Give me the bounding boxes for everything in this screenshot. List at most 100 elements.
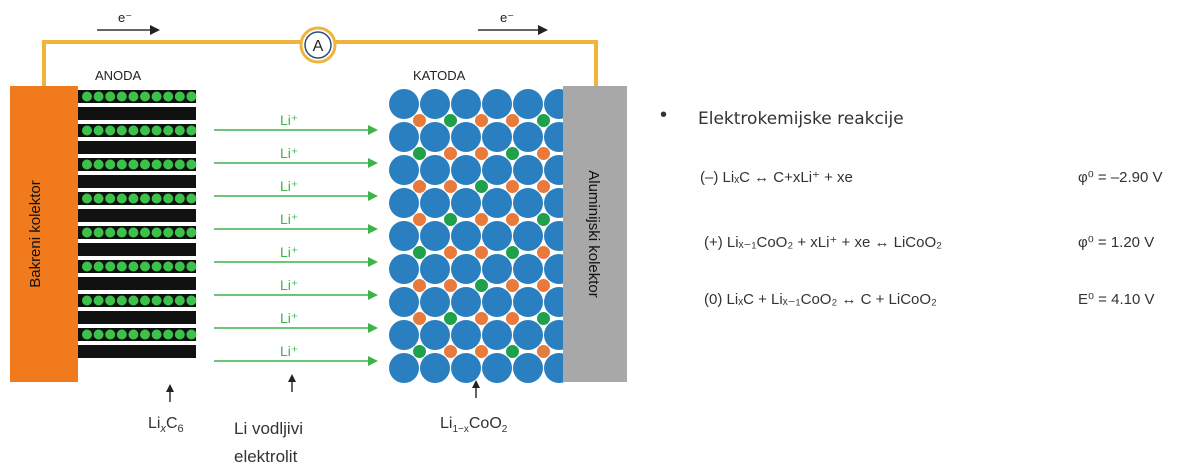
cobalt-oxide-atom [420, 188, 450, 218]
lithium-atom [93, 227, 104, 238]
lithium-atom [82, 91, 92, 102]
electron-arrow-left: e⁻ [97, 10, 160, 35]
lithium-atom [186, 329, 197, 340]
cobalt-oxide-atom [451, 221, 481, 251]
lithium-atom [82, 329, 92, 340]
lithium-atom [163, 227, 174, 238]
li-ion-label: Li⁺ [280, 145, 298, 161]
lithium-atom [105, 91, 116, 102]
lithium-atom [163, 193, 174, 204]
reaction-3-sign: (0) [704, 291, 723, 308]
oxygen-atom [413, 114, 426, 127]
cobalt-oxide-atom [482, 122, 512, 152]
lithium-atom [82, 193, 92, 204]
cobalt-oxide-atom [389, 287, 419, 317]
graphite-layer [78, 107, 196, 120]
lithium-atom [93, 329, 104, 340]
cobalt-oxide-atom [420, 89, 450, 119]
lithium-atom [116, 295, 127, 306]
cobalt-oxide-atom [420, 155, 450, 185]
lithium-atom [105, 125, 116, 136]
lithium-atom [174, 227, 185, 238]
lithium-atom [151, 227, 162, 238]
lithium-ion-in-cathode [537, 312, 550, 325]
lithium-ion-in-cathode [444, 114, 457, 127]
cobalt-oxide-atom [389, 89, 419, 119]
cobalt-oxide-atom [482, 89, 512, 119]
lithium-atom [93, 91, 104, 102]
oxygen-atom [537, 279, 550, 292]
lithium-ion-in-cathode [506, 345, 519, 358]
cobalt-oxide-atom [513, 221, 543, 251]
reaction-2-potential: φ⁰ = 1.20 V [1078, 234, 1155, 251]
oxygen-atom [475, 345, 488, 358]
lithium-atom [174, 159, 185, 170]
lithium-atom [128, 159, 139, 170]
lithium-ion-in-cathode [413, 147, 426, 160]
lithium-ion-in-cathode [506, 246, 519, 259]
lithium-atom [116, 159, 127, 170]
lithium-ion-in-cathode [537, 114, 550, 127]
lithium-atom [174, 295, 185, 306]
lithium-atom [128, 295, 139, 306]
cobalt-oxide-atom [513, 122, 543, 152]
graphite-layer [78, 209, 196, 222]
li-ion-label: Li⁺ [280, 112, 298, 128]
lithium-atom [163, 159, 174, 170]
li-ion-arrow: Li⁺ [214, 343, 378, 366]
lithium-atom [174, 125, 185, 136]
lithium-atom [105, 227, 116, 238]
cobalt-oxide-atom [389, 188, 419, 218]
oxygen-atom [506, 114, 519, 127]
li-ion-label: Li⁺ [280, 310, 298, 326]
cobalt-oxide-atom [389, 353, 419, 383]
lithium-atom [82, 125, 92, 136]
lithium-atom [151, 125, 162, 136]
lithium-atom [174, 261, 185, 272]
lithium-atom [174, 329, 185, 340]
electron-label-right: e⁻ [500, 10, 514, 25]
anode-pointer-arrow [166, 384, 174, 402]
oxygen-atom [413, 180, 426, 193]
lithium-atom [163, 329, 174, 340]
graphite-layer [78, 311, 196, 324]
cobalt-oxide-atom [451, 353, 481, 383]
reaction-1-sign: (–) [700, 169, 719, 186]
ammeter-label: A [313, 38, 324, 55]
li-ion-arrow: Li⁺ [214, 112, 378, 135]
lithium-atom [140, 329, 150, 340]
cobalt-oxide-atom [513, 254, 543, 284]
cobalt-oxide-atom [482, 320, 512, 350]
lithium-atom [186, 295, 197, 306]
electrolyte-label-line2: elektrolit [234, 447, 298, 466]
cobalt-oxide-atom [482, 155, 512, 185]
oxygen-atom [506, 312, 519, 325]
cobalt-oxide-atom [389, 320, 419, 350]
lithium-atom [186, 227, 197, 238]
cobalt-oxide-atom [420, 122, 450, 152]
cobalt-oxide-atom [420, 353, 450, 383]
oxygen-atom [506, 180, 519, 193]
lithium-atom [174, 91, 185, 102]
li-ion-arrow: Li⁺ [214, 145, 378, 168]
aluminum-collector-label: Aluminijski kolektor [585, 170, 602, 298]
oxygen-atom [475, 312, 488, 325]
lithium-atom [93, 159, 104, 170]
lithium-atom [140, 193, 150, 204]
lithium-ion-in-cathode [537, 213, 550, 226]
cobalt-oxide-atom [513, 353, 543, 383]
cobalt-oxide-atom [513, 188, 543, 218]
lithium-atom [163, 91, 174, 102]
aluminum-collector [563, 86, 627, 382]
cobalt-oxide-atom [389, 122, 419, 152]
cobalt-oxide-atom [451, 188, 481, 218]
cobalt-oxide-atom [482, 287, 512, 317]
lithium-ion-in-cathode [475, 180, 488, 193]
lithium-atom [128, 261, 139, 272]
cobalt-oxide-atom [420, 287, 450, 317]
oxygen-atom [413, 213, 426, 226]
lithium-atom [140, 227, 150, 238]
lithium-atom [128, 227, 139, 238]
li-ion-label: Li⁺ [280, 343, 298, 359]
lithium-atom [186, 261, 197, 272]
